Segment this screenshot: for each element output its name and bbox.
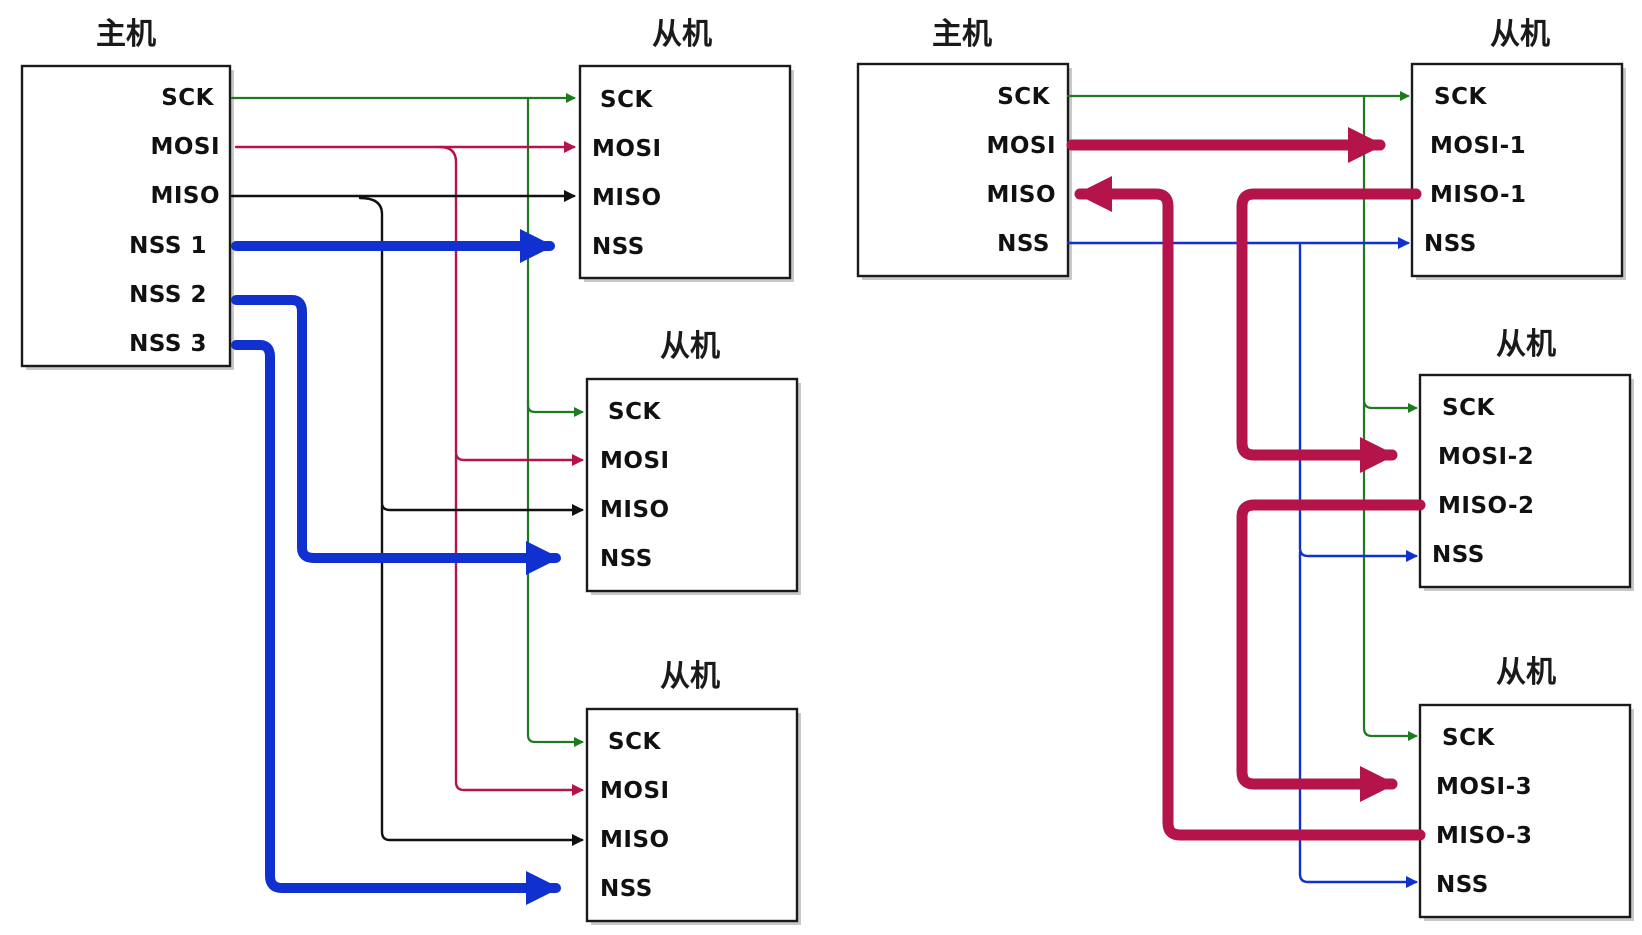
left-master-pin-nss2: NSS 2	[129, 282, 207, 308]
left-slave-2-pin-miso: MISO	[600, 497, 670, 523]
left-slave-2-box	[585, 377, 799, 593]
left-wire-sck-3	[526, 398, 584, 747]
right-slave-1-pin-mosi: MOSI-1	[1430, 133, 1526, 159]
right-slave-1-pin-sck: SCK	[1434, 84, 1487, 110]
right-slave-3-pin-miso: MISO-3	[1436, 823, 1533, 849]
left-slave-1-pin-mosi: MOSI	[592, 136, 662, 162]
left-slave-2-pin-sck: SCK	[608, 399, 661, 425]
right-master-pin-miso: MISO	[986, 182, 1056, 208]
left-master-pin-nss3: NSS 3	[129, 331, 207, 357]
left-wires-miso	[230, 190, 584, 846]
right-wire-mosi-2	[1236, 188, 1422, 473]
right-slave-3-box	[1418, 703, 1632, 919]
left-slave-1-pin-sck: SCK	[600, 87, 653, 113]
left-slave-3-pin-miso: MISO	[600, 827, 670, 853]
right-master: 主机 SCK MOSI MISO NSS	[856, 17, 1072, 280]
left-master-pin-mosi: MOSI	[150, 134, 220, 160]
left-master-pin-nss1: NSS 1	[129, 233, 207, 259]
left-slave-3-title: 从机	[660, 659, 720, 694]
left-master-pin-sck: SCK	[161, 85, 214, 111]
right-master-title: 主机	[932, 17, 992, 52]
left-slave-1-pin-nss: NSS	[592, 234, 645, 260]
left-diagram: 主机 SCK MOSI MISO NSS 1 NSS 2 NSS 3 从机 SC…	[20, 17, 801, 925]
left-slave-1-pin-miso: MISO	[592, 185, 662, 211]
left-wire-mosi-3	[454, 453, 584, 796]
left-wire-sck-2	[526, 96, 584, 417]
right-slave-2-box	[1418, 373, 1632, 589]
left-slave-2-title: 从机	[660, 329, 720, 364]
left-slave-1-box	[578, 64, 792, 280]
right-wire-sck-3	[1362, 400, 1418, 741]
left-master-title: 主机	[96, 17, 156, 52]
right-slave-2-pin-nss: NSS	[1432, 542, 1485, 568]
right-slave-1: 从机 SCK MOSI-1 MISO-1 NSS	[1410, 17, 1626, 280]
right-slave-2-pin-sck: SCK	[1442, 395, 1495, 421]
right-slave-1-box	[1410, 62, 1624, 278]
left-wire-miso-2	[358, 196, 584, 516]
right-wires-sck	[1066, 91, 1418, 741]
right-slave-1-pin-nss: NSS	[1424, 231, 1477, 257]
left-slave-2-pin-mosi: MOSI	[600, 448, 670, 474]
right-wire-nss-3	[1298, 550, 1418, 888]
left-wires-sck	[230, 93, 584, 747]
right-wire-miso-return	[1074, 176, 1426, 841]
right-slave-3-pin-mosi: MOSI-3	[1436, 774, 1532, 800]
left-wire-nss-2	[231, 295, 561, 575]
right-master-pin-nss: NSS	[997, 231, 1050, 257]
left-slave-3-pin-nss: NSS	[600, 876, 653, 902]
left-master-pin-miso: MISO	[150, 183, 220, 209]
right-wires-mosi	[1066, 127, 1426, 802]
left-wire-mosi-2	[438, 145, 584, 466]
right-diagram: 主机 SCK MOSI MISO NSS 从机 SCK MOSI-1 MISO-…	[856, 17, 1634, 921]
right-slave-3-title: 从机	[1496, 655, 1556, 690]
right-slave-2-title: 从机	[1496, 327, 1556, 362]
right-wire-mosi-3	[1236, 499, 1426, 802]
right-wire-sck-2	[1362, 94, 1418, 413]
right-slave-3: 从机 SCK MOSI-3 MISO-3 NSS	[1418, 655, 1634, 921]
left-slave-1-title: 从机	[652, 17, 712, 52]
left-slave-3-pin-mosi: MOSI	[600, 778, 670, 804]
right-slave-1-pin-miso: MISO-1	[1430, 182, 1527, 208]
left-slave-3: 从机 SCK MOSI MISO NSS	[585, 659, 801, 925]
left-wires-mosi	[234, 141, 584, 796]
left-slave-3-pin-sck: SCK	[608, 729, 661, 755]
right-slave-3-pin-nss: NSS	[1436, 872, 1489, 898]
left-slave-2: 从机 SCK MOSI MISO NSS	[585, 329, 801, 595]
right-slave-1-title: 从机	[1490, 17, 1550, 52]
left-master: 主机 SCK MOSI MISO NSS 1 NSS 2 NSS 3	[20, 17, 234, 370]
right-slave-2: 从机 SCK MOSI-2 MISO-2 NSS	[1418, 327, 1634, 591]
right-slave-2-pin-mosi: MOSI-2	[1438, 444, 1534, 470]
left-wires-nss	[231, 229, 561, 905]
left-slave-2-pin-nss: NSS	[600, 546, 653, 572]
right-slave-3-pin-sck: SCK	[1442, 725, 1495, 751]
right-wire-nss-2	[1298, 243, 1418, 562]
right-master-box	[856, 62, 1070, 278]
left-slave-3-box	[585, 707, 799, 923]
left-wire-miso-3	[380, 503, 584, 846]
right-master-pin-sck: SCK	[997, 84, 1050, 110]
right-wires-miso	[1074, 176, 1426, 841]
left-slave-1: 从机 SCK MOSI MISO NSS	[578, 17, 794, 282]
left-wire-nss-3	[231, 340, 561, 905]
right-slave-2-pin-miso: MISO-2	[1438, 493, 1535, 519]
left-master-box	[20, 64, 232, 368]
right-master-pin-mosi: MOSI	[986, 133, 1056, 159]
